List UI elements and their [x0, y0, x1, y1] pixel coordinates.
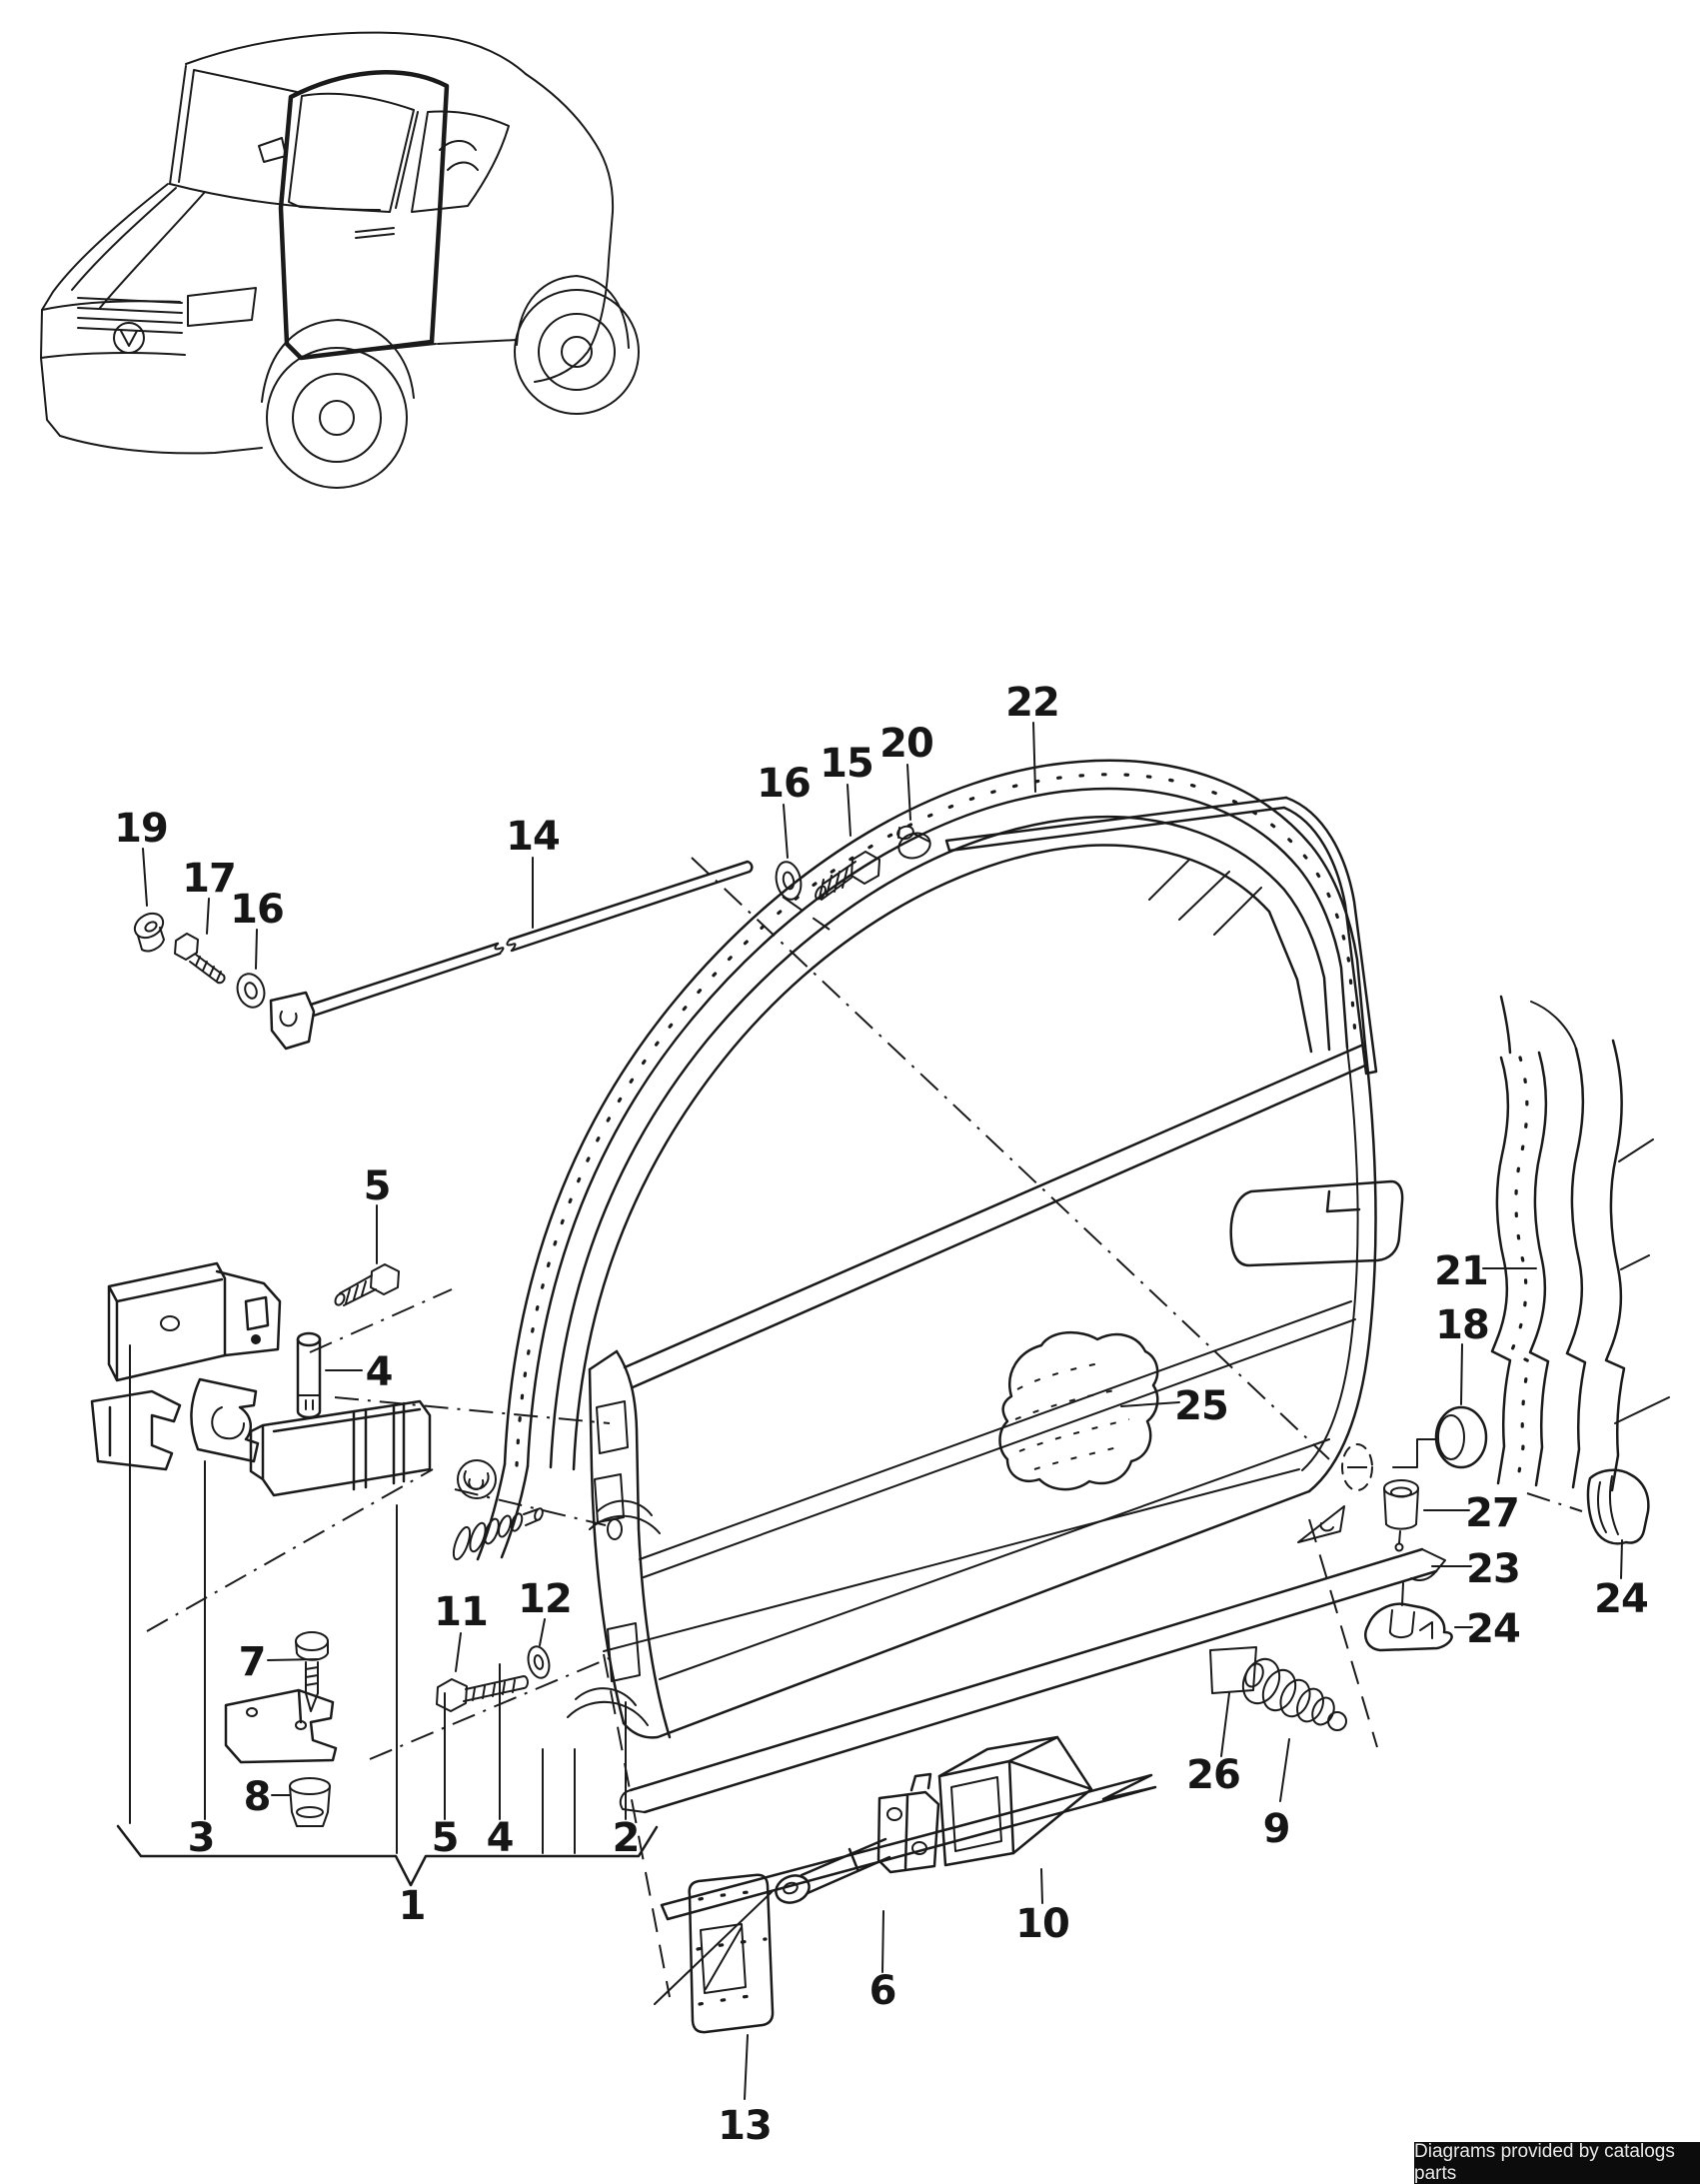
- rear-wheel: [514, 289, 640, 415]
- callout-22: 22: [1005, 680, 1059, 726]
- windshield: [169, 65, 298, 185]
- part-20-nut: [896, 825, 931, 860]
- skin-crease: [639, 1300, 1356, 1680]
- callout-14: 14: [506, 814, 560, 860]
- callout-24-lower: 24: [1466, 1606, 1520, 1652]
- part-22-weatherstrip: [944, 796, 1378, 1076]
- callout-11: 11: [434, 1589, 488, 1635]
- part-25-sound-pad: [998, 1330, 1159, 1491]
- vw-emblem: [113, 322, 145, 354]
- part-3-hinge-upper: [90, 1261, 432, 1497]
- hinge-lower-half: [190, 1377, 260, 1463]
- construction-lines: [146, 857, 1583, 2005]
- callout-17: 17: [182, 856, 236, 902]
- part-18-plug: [1341, 1405, 1488, 1491]
- rear-window: [411, 110, 510, 213]
- group-bracket-1: [116, 1824, 659, 1887]
- part-5-hinge-bolt-upper: [334, 1263, 400, 1306]
- callout-4-bottom: 4: [487, 1815, 514, 1861]
- callout-7: 7: [239, 1639, 266, 1685]
- part-12-washer: [527, 1645, 551, 1679]
- part-13-seal-pad: [688, 1873, 775, 2034]
- part-26-label-patch: [1209, 1646, 1257, 1694]
- hinge-clip: [90, 1389, 182, 1471]
- callout-1: 1: [399, 1883, 426, 1929]
- callout-12: 12: [518, 1576, 572, 1622]
- part-4-hinge-pin: [296, 1331, 322, 1419]
- callouts: 19 17 16 14 16 15 20 22 5 4 7 8 3 11 12 …: [114, 680, 1649, 2149]
- window-frame-outer: [503, 759, 1367, 1466]
- callout-8: 8: [244, 1774, 271, 1820]
- callout-21: 21: [1434, 1248, 1488, 1294]
- callout-10: 10: [1015, 1901, 1069, 1947]
- door-handle-mark: [355, 227, 395, 239]
- part-23-sill-molding: [619, 1547, 1446, 1814]
- leader-lines: [116, 722, 1623, 2100]
- door-shell: [476, 759, 1404, 1739]
- part-24-clip-lower: [1364, 1582, 1453, 1652]
- lock-hole-dashed: [1341, 1443, 1373, 1491]
- callout-9: 9: [1263, 1806, 1290, 1852]
- rear-edge: [1307, 1044, 1377, 1493]
- callout-23: 23: [1466, 1546, 1520, 1592]
- grille: [77, 297, 183, 354]
- hinge-pocket-upper: [596, 1400, 629, 1454]
- highlighted-door-outline: [278, 70, 450, 361]
- callout-6: 6: [869, 1968, 896, 2014]
- part-10-lock-striker-wedge: [937, 1735, 1093, 1867]
- part-27-bushing: [1383, 1479, 1419, 1552]
- callout-5-top: 5: [364, 1163, 391, 1209]
- callout-16-mid: 16: [757, 761, 811, 807]
- part-16-washer-left: [236, 973, 266, 1009]
- frame-stipple: [515, 773, 1358, 1467]
- part-21-pillar-seal: [1490, 995, 1670, 1492]
- door-window: [288, 92, 419, 213]
- part-19-nut: [133, 912, 165, 953]
- callout-18: 18: [1435, 1302, 1489, 1348]
- callout-19: 19: [114, 806, 168, 852]
- adjuster-grommet-and-screw: [452, 1459, 544, 1561]
- part-17-bolt: [174, 933, 226, 985]
- callout-5-bottom: 5: [432, 1815, 459, 1861]
- callout-20: 20: [879, 721, 933, 767]
- hinge-pocket-mid: [594, 1473, 625, 1523]
- watermark-text: Diagrams provided by catalogs parts: [1414, 2141, 1675, 2184]
- callout-27: 27: [1465, 1490, 1519, 1536]
- headlight: [187, 287, 257, 327]
- part-6-check-strap: [775, 1772, 940, 1904]
- watermark-bar: Diagrams provided by catalogs parts: [1414, 2141, 1700, 2184]
- part-9-plug-screw: [1241, 1657, 1347, 1731]
- belt-line: [623, 1044, 1367, 1389]
- hinge-pocket-lower: [607, 1622, 641, 1682]
- adjuster-hole: [607, 1518, 623, 1540]
- callout-25: 25: [1174, 1383, 1228, 1429]
- molding-end-triangle: [1297, 1505, 1345, 1543]
- callout-13: 13: [718, 2103, 772, 2149]
- part-24-cap-right: [1586, 1468, 1650, 1545]
- hinge-bracket-bar: [249, 1399, 432, 1497]
- callout-24-right: 24: [1594, 1576, 1648, 1622]
- callout-3: 3: [188, 1815, 215, 1861]
- front-wheel: [266, 347, 408, 489]
- part-15-bolt: [815, 851, 880, 901]
- part-8-grommet: [289, 1777, 331, 1827]
- callout-2: 2: [613, 1815, 640, 1861]
- glass-hatch: [1148, 859, 1262, 936]
- handle-recess: [1229, 1179, 1404, 1267]
- lower-sill-strip: [660, 1773, 1157, 1921]
- callout-16-left: 16: [230, 887, 284, 933]
- part-16-washer-mid: [775, 861, 803, 901]
- callout-15: 15: [820, 741, 873, 787]
- mirror: [258, 137, 287, 163]
- car-thumbnail: [40, 31, 640, 489]
- callout-26: 26: [1186, 1752, 1240, 1798]
- part-7-striker-plate: [224, 1688, 338, 1764]
- callout-4-top: 4: [366, 1349, 393, 1395]
- part-11-bolt: [436, 1675, 529, 1712]
- part-14-trim-strip: [269, 860, 754, 1051]
